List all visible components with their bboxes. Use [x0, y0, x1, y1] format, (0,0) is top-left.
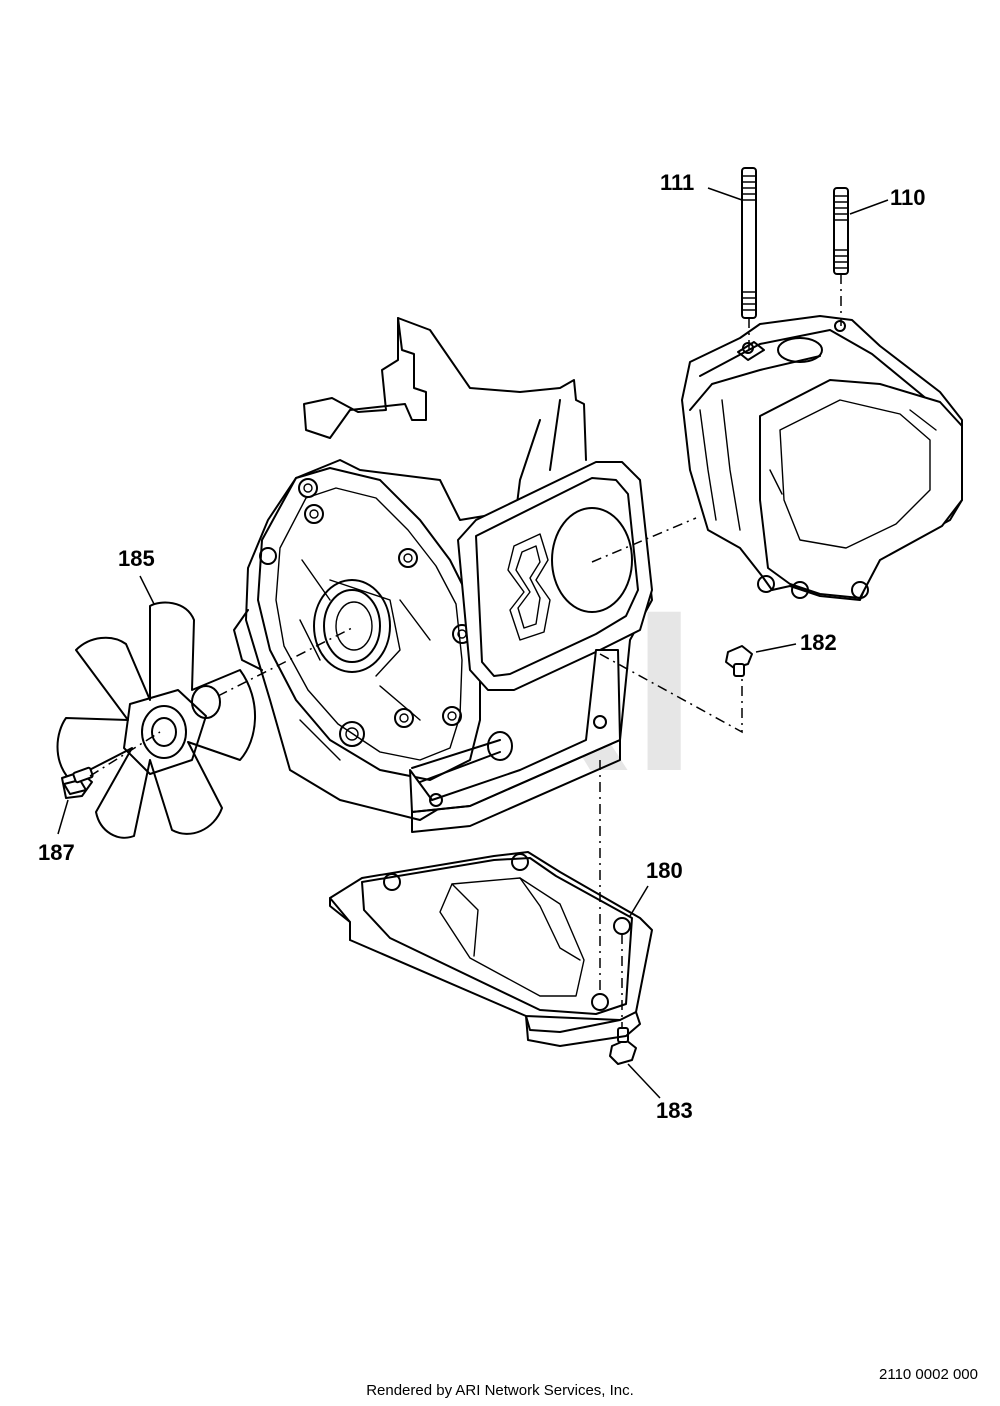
callout-182: 182: [800, 630, 837, 655]
bolt-182: [725, 645, 753, 677]
callout-187: 187: [38, 840, 75, 865]
callout-180: 180: [646, 858, 683, 883]
callout-183: 183: [656, 1098, 693, 1123]
crankcase-block: [233, 317, 653, 833]
bolt-183: [609, 1027, 637, 1065]
base-plate: [329, 851, 653, 1047]
cooling-fan: [56, 601, 257, 839]
head-stud-110: [833, 187, 849, 275]
bolt-187: [61, 766, 94, 799]
cylinder-head: [681, 315, 963, 601]
diagram-code: 2110 0002 000: [879, 1366, 978, 1383]
head-stud-111: [741, 167, 757, 319]
callout-110: 110: [890, 185, 926, 210]
footer-credit: Rendered by ARI Network Services, Inc.: [366, 1382, 634, 1399]
callout-185: 185: [118, 546, 155, 571]
callout-111: 111: [660, 170, 694, 195]
